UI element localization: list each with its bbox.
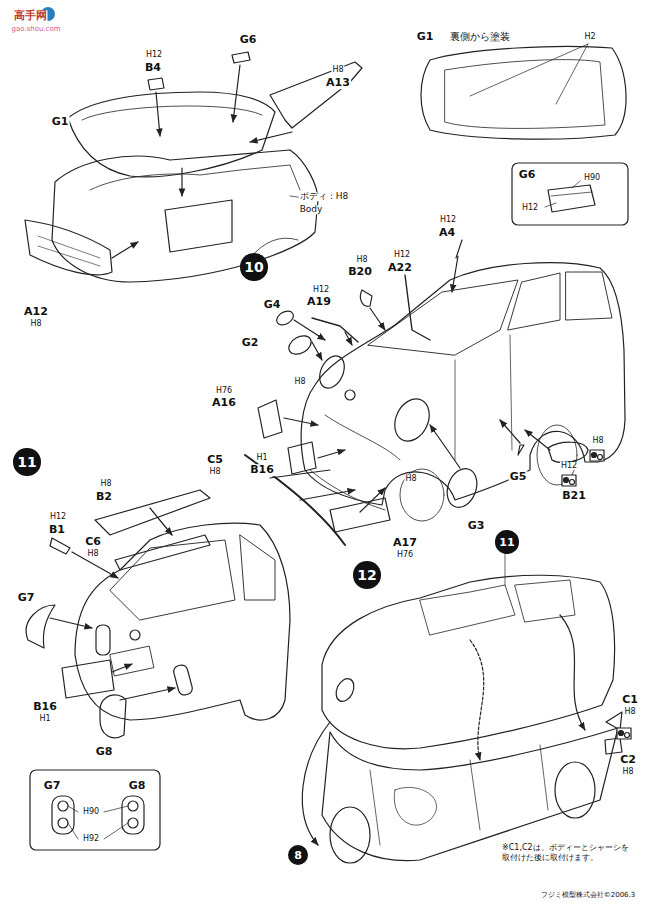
part-number: G5 xyxy=(509,471,528,483)
step-number: 10 xyxy=(240,253,267,280)
copyright: フジミ模型株式会社©2006.3 xyxy=(540,892,637,899)
paint-code: H12 xyxy=(145,51,163,59)
paint-code: H1 xyxy=(38,715,51,723)
paint-code: H8 xyxy=(208,468,221,476)
part-number: G7 xyxy=(43,780,62,792)
step-number-text: 12 xyxy=(357,567,376,583)
paint-note: 裏側から塗装 xyxy=(449,32,511,43)
part-number: G4 xyxy=(263,299,282,311)
part-number: B21 xyxy=(561,490,587,502)
part-number: B20 xyxy=(347,266,373,278)
part-number: A4 xyxy=(438,227,456,239)
part-number: G3 xyxy=(467,520,486,532)
part-number: A13 xyxy=(325,77,351,89)
part-number: B2 xyxy=(95,491,113,503)
paint-code: H1 xyxy=(255,454,268,462)
paint-code: H8 xyxy=(99,480,112,488)
paint-code: H12 xyxy=(521,204,539,212)
note: ※C1,C2は、ボディーとシャーシを取付けた後に取付けます。 xyxy=(501,843,631,864)
paint-code: H12 xyxy=(439,216,457,224)
paint-code: H8 xyxy=(86,550,99,558)
paint-code: H8 xyxy=(293,378,306,386)
paint-code: H8 xyxy=(331,66,344,74)
step-number: 11 xyxy=(13,448,40,475)
paint-code: H76 xyxy=(396,551,414,559)
part-number: A12 xyxy=(23,306,49,318)
part-number: G8 xyxy=(95,746,114,758)
paint-code: H8 xyxy=(623,708,636,716)
step-number-text: 11 xyxy=(499,536,514,549)
step-number: 12 xyxy=(353,561,380,588)
part-number: G1 xyxy=(51,116,70,128)
paint-code: H8 xyxy=(404,475,417,483)
paint-code: H8 xyxy=(29,320,42,328)
paint-code: H12 xyxy=(393,251,411,259)
paint-note: Body xyxy=(299,205,324,214)
watermark: gao.shou.com xyxy=(10,26,61,33)
part-number: B16 xyxy=(32,701,58,713)
part-number: G1 xyxy=(416,31,435,43)
step-number-text: 8 xyxy=(294,849,302,862)
part-number: B1 xyxy=(48,524,66,536)
paint-note: ボディ：H8 xyxy=(299,192,350,201)
paint-code: H8 xyxy=(355,256,368,264)
part-number: B16 xyxy=(249,464,275,476)
part-number: A22 xyxy=(387,262,413,274)
part-number: G6 xyxy=(518,169,537,181)
step-number-text: 11 xyxy=(17,454,36,470)
part-number: A17 xyxy=(392,537,418,549)
paint-code: H92 xyxy=(82,835,100,843)
part-number: A19 xyxy=(306,296,332,308)
part-number: B4 xyxy=(144,62,162,74)
paint-code: H8 xyxy=(621,768,634,776)
paint-code: H76 xyxy=(215,387,233,395)
paint-code: H12 xyxy=(49,513,67,521)
paint-code: H90 xyxy=(583,174,601,182)
part-number: C2 xyxy=(619,754,637,766)
part-number: G6 xyxy=(239,34,258,46)
part-number: C1 xyxy=(621,694,639,706)
part-number: C6 xyxy=(84,536,102,548)
step-number-text: 10 xyxy=(244,259,263,275)
paint-code: H90 xyxy=(82,808,100,816)
paint-code: H2 xyxy=(583,33,596,41)
watermark: 高手网 xyxy=(13,10,48,22)
part-number: G8 xyxy=(128,780,147,792)
paint-code: H8 xyxy=(591,437,604,445)
part-number: G7 xyxy=(17,592,36,604)
paint-code: H12 xyxy=(312,286,330,294)
part-number: G2 xyxy=(241,337,260,349)
part-number: A16 xyxy=(211,397,237,409)
part-number: C5 xyxy=(206,454,224,466)
paint-code: H12 xyxy=(560,462,578,470)
step-number: 11 xyxy=(495,530,518,553)
step-number: 8 xyxy=(288,845,308,865)
